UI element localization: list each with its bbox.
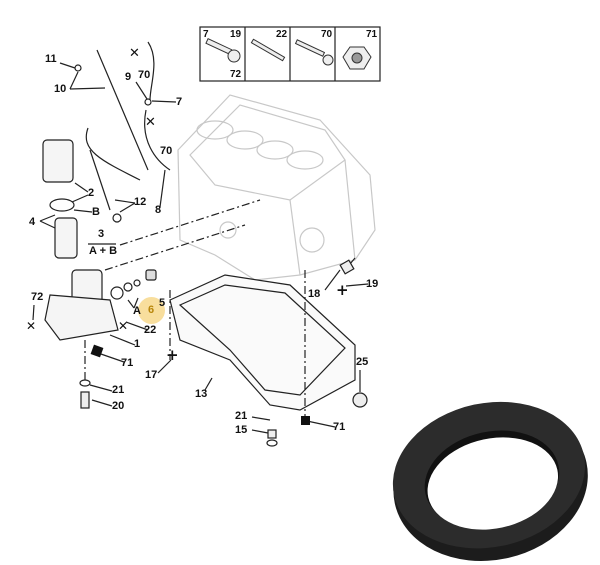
square-mark-icon xyxy=(90,344,104,358)
cross-mark-icon: ✕ xyxy=(129,46,140,61)
square-mark-icon xyxy=(301,416,310,425)
cross-mark-icon: ✕ xyxy=(26,319,36,333)
callout-label: 71 xyxy=(333,421,346,433)
callout-label: 4 xyxy=(29,216,36,228)
legend-ref: 71 xyxy=(366,29,378,40)
callout-label: 15 xyxy=(235,424,248,436)
callout-label: 9 xyxy=(125,71,132,83)
callout-label: 20 xyxy=(112,400,125,412)
callout-label: 21 xyxy=(235,410,248,422)
callout-label: 10 xyxy=(54,83,67,95)
legend-ref: 19 xyxy=(230,29,242,40)
callout-label: 2 xyxy=(88,187,95,199)
callout-label: 1 xyxy=(134,338,141,350)
symbol-marks: ✕ ✕ ✕ ✕ + + xyxy=(26,46,349,425)
screw-icon xyxy=(294,39,334,66)
callout-label: 25 xyxy=(356,356,369,368)
bolt-icon xyxy=(205,38,241,63)
legend-ref: 70 xyxy=(321,29,333,40)
callout-label: 3 xyxy=(98,228,105,240)
callout-label: 72 xyxy=(31,291,44,303)
callout-label-highlighted: 6 xyxy=(148,304,155,316)
callout-label: 18 xyxy=(308,288,321,300)
legend-ref: 22 xyxy=(276,29,288,40)
engine-block xyxy=(177,94,376,281)
gasket-ring xyxy=(392,401,588,561)
highlight-marker xyxy=(138,297,165,324)
callout-label: A + B xyxy=(89,245,118,257)
callout-label: 12 xyxy=(134,196,147,208)
fastener-icons xyxy=(205,38,372,70)
callout-label: 17 xyxy=(145,369,158,381)
callout-label: 8 xyxy=(155,204,162,216)
callout-label: 22 xyxy=(144,324,157,336)
legend-ref: 72 xyxy=(230,69,242,80)
callout-label: 70 xyxy=(160,145,173,157)
callout-label: B xyxy=(92,206,100,218)
parts-linework xyxy=(32,41,369,447)
cross-mark-icon: ✕ xyxy=(145,115,156,130)
nut-icon xyxy=(342,46,372,70)
plus-mark-icon: + xyxy=(336,281,349,299)
callout-label: 7 xyxy=(176,96,183,108)
plus-mark-icon: + xyxy=(166,346,179,364)
callout-label: 71 xyxy=(121,357,134,369)
legend-ref: 7 xyxy=(203,29,209,40)
callout-label: 70 xyxy=(138,69,151,81)
callout-label: 5 xyxy=(159,297,166,309)
callout-label: 21 xyxy=(112,384,125,396)
callout-label: 19 xyxy=(366,278,379,290)
callout-label: A xyxy=(133,305,141,317)
legend-table xyxy=(199,26,381,82)
stud-icon xyxy=(250,38,286,62)
callout-label: 11 xyxy=(45,53,57,65)
cross-mark-icon: ✕ xyxy=(118,319,128,333)
callout-label: 13 xyxy=(195,388,208,400)
